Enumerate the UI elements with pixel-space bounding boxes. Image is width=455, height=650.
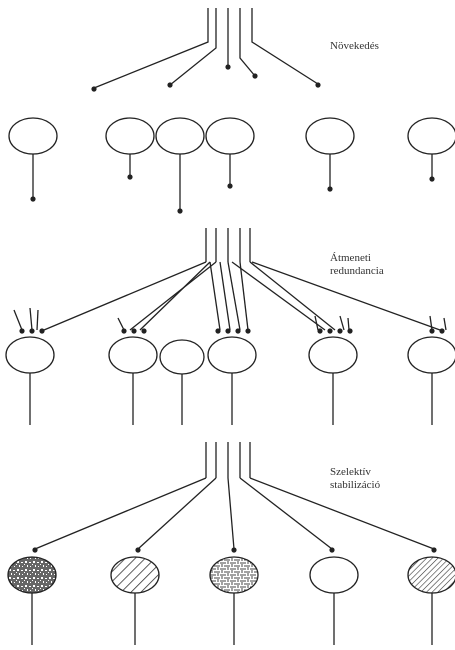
stage-label-redundancy: Átmeneti redundancia	[330, 252, 384, 278]
target-neurons	[8, 117, 455, 155]
neuron-axons	[32, 154, 433, 210]
neuron	[155, 117, 205, 155]
neuron	[105, 117, 155, 155]
neuron	[407, 336, 455, 374]
neuron	[308, 336, 358, 374]
growth-cone-dots	[91, 64, 321, 92]
axon-terminal-dots	[30, 174, 435, 214]
stage-label-growth: Növekedés	[330, 40, 379, 53]
stage-label-line: Szelektív	[330, 466, 371, 478]
stage-label-line: Növekedés	[330, 40, 379, 52]
stage-label-line: stabilizáció	[330, 479, 381, 491]
neuron-hatched	[110, 556, 160, 594]
target-neurons	[5, 336, 455, 375]
synaptic-contacts	[19, 328, 445, 334]
neuron	[207, 336, 257, 374]
neuron-axons	[31, 593, 433, 645]
stage-selective-stabilization	[7, 442, 455, 645]
stabilized-fibers	[34, 477, 435, 550]
neuron-dense-hatched	[407, 556, 455, 594]
stage-label-line: Átmeneti	[330, 252, 371, 264]
neuron-speckled	[7, 556, 57, 594]
branching-fibers	[13, 261, 447, 331]
axon-bundle	[93, 8, 319, 89]
stage-label-selective-stabilization: Szelektív stabilizáció	[330, 466, 380, 492]
axon-bundle	[205, 442, 251, 478]
neuron-plain	[309, 556, 359, 594]
neuron	[5, 336, 55, 374]
stage-redundancy	[5, 228, 455, 425]
stage-growth	[8, 8, 455, 214]
axon-bundle	[205, 228, 251, 262]
neuron-axons	[29, 373, 433, 425]
neuron	[108, 336, 158, 374]
target-neurons	[7, 556, 455, 594]
neuron	[159, 339, 205, 375]
neuron	[407, 117, 455, 155]
neuron	[305, 117, 355, 155]
synaptic-contacts	[32, 547, 437, 553]
neuron	[8, 117, 58, 155]
neuron	[205, 117, 255, 155]
stage-label-line: redundancia	[330, 265, 384, 277]
neuron-patterned	[209, 556, 259, 594]
